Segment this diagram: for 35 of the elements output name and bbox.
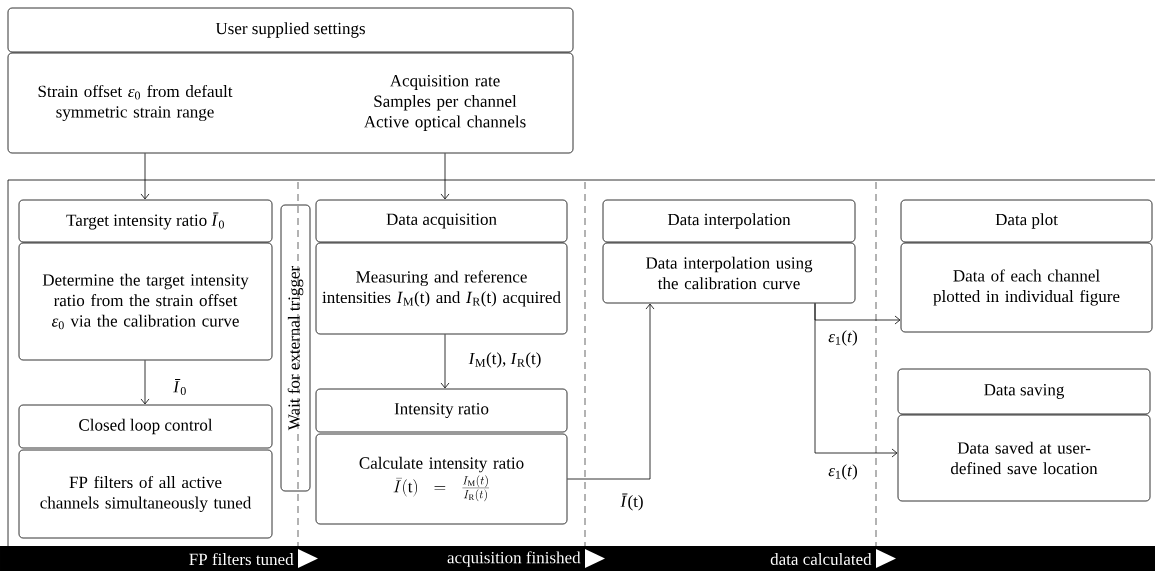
heading-box: Closed loop control (18, 404, 273, 449)
arrow (814, 303, 898, 458)
edge-label: Ī(t) (619, 492, 645, 512)
stage-label: data calculated (770, 553, 872, 565)
process-box: FP filters of all active channels simultaneously tuned (18, 449, 273, 539)
arrow (140, 153, 150, 200)
edge-label: Ī$_{0}$ (172, 378, 188, 396)
heading-box: Data interpolation (602, 199, 856, 243)
node-label: Active optical channels (363, 115, 526, 131)
trigger-box: Wait for external trigger (280, 204, 311, 492)
arrow (440, 334, 450, 389)
edge-label: ε$_{1}$(t) (827, 329, 859, 347)
heading-box: Intensity ratio (315, 388, 568, 433)
process-box: Determine the target intensity ratio from the strain offset ε$_{0}$ via the calibration curve (18, 242, 273, 361)
heading-box: Target intensity ratio Ī$_{0}$ (18, 199, 273, 243)
process-box: Measuring and reference intensities I$_{M}$(t) and I$_{R}$(t) acquired (315, 242, 568, 335)
node-label: Acquisition rate (389, 75, 500, 90)
stage-label: acquisition finished (447, 551, 581, 567)
process-box: Data interpolation using the calibration curve (602, 242, 856, 304)
arrow (440, 153, 450, 200)
process-box: Data saved at user-defined save location (897, 414, 1151, 502)
stage-label: FP filters tuned (189, 552, 294, 566)
node-label: Strain offset ε$_{0}$ from default symmetric strain range (38, 84, 233, 122)
node-label: Samples per channel (374, 95, 517, 111)
heading-box: Data saving (897, 368, 1151, 415)
edge-label: ε$_{1}$(t) (827, 463, 859, 481)
heading-box: Data acquisition (315, 199, 568, 243)
settings-box: Strain offset ε$_{0}$ from default symmetric strain range Acquisition rate Samples per channel Active optical channels (7, 52, 574, 154)
process-box: Calculate intensity ratio $\bar{I}(\mathrm{t}) = \frac{I_{\mathrm{M}}(t)}{I_{\mathrm{R}}(t)}$ (315, 433, 568, 525)
edge-label: I$_{M}$(t), I$_{R}$(t) (467, 351, 543, 369)
arrow (567, 303, 655, 480)
process-box: Data of each channel plotted in individual figure (900, 242, 1153, 333)
heading-box: Data plot (900, 199, 1153, 243)
arrow (140, 360, 150, 405)
heading-box: User supplied settings (7, 7, 574, 53)
